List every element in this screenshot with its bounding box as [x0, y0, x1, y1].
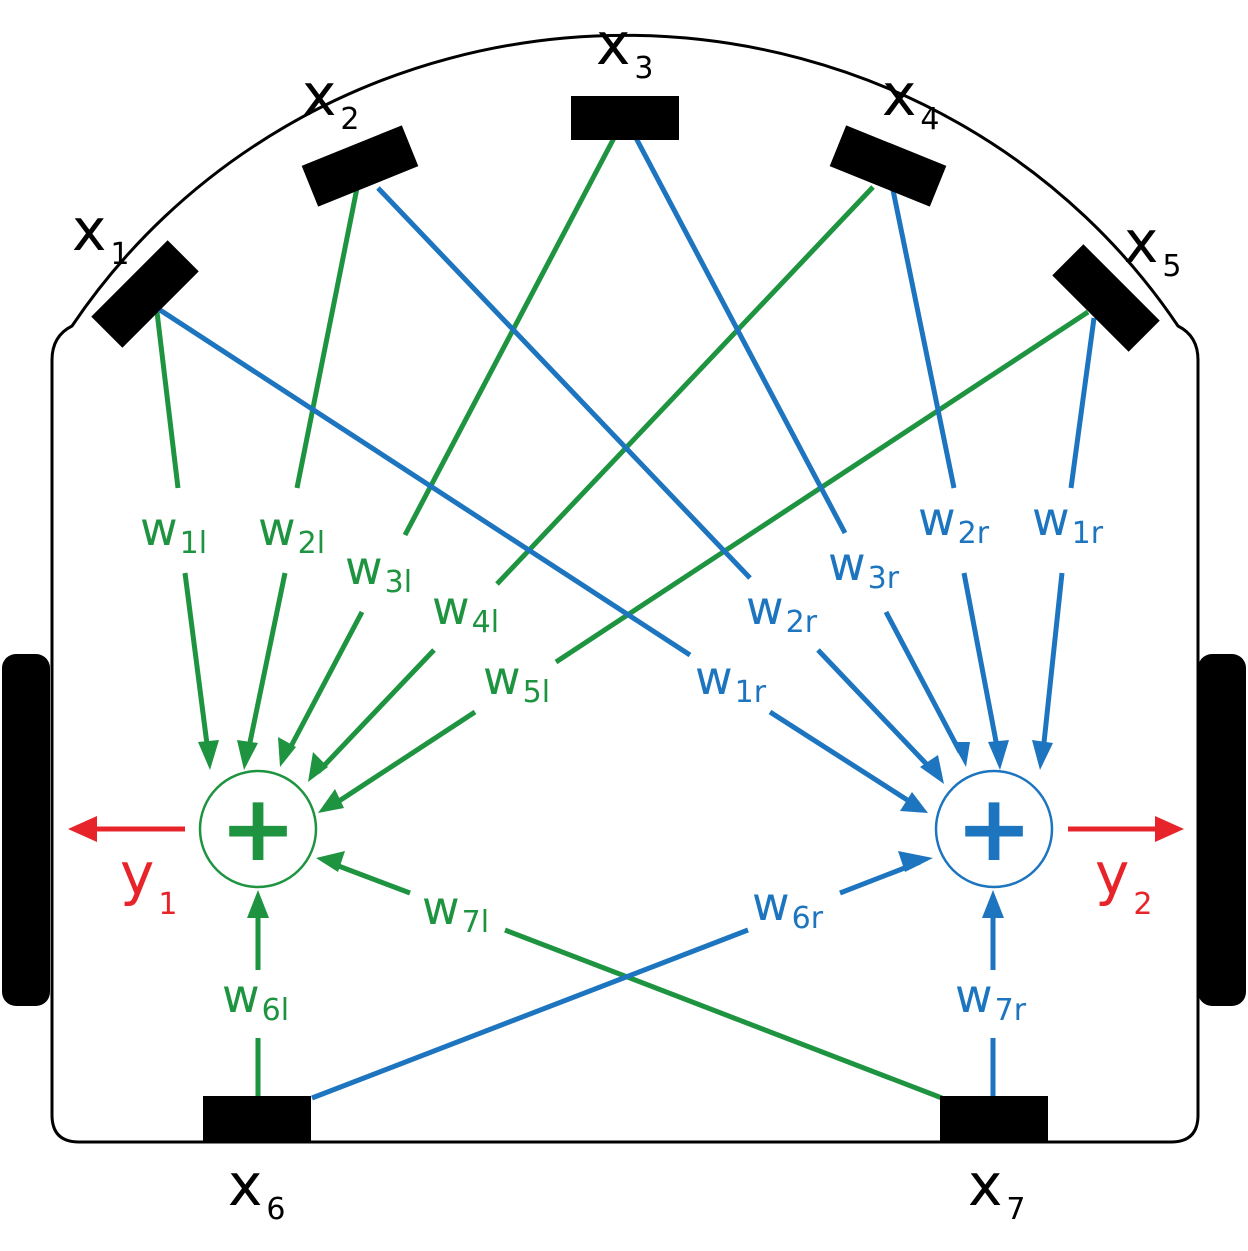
- label-w1l: w1l: [140, 502, 207, 561]
- sensor-x1: [91, 240, 199, 348]
- arrowhead: [1032, 740, 1053, 770]
- edge-x3-w3l: [402, 136, 617, 537]
- arrowhead: [278, 737, 296, 767]
- label-w4l: w4l: [432, 581, 499, 640]
- left-summer-plus: +: [219, 775, 296, 882]
- left-summer-circle: [198, 769, 318, 889]
- sensor-x4: [829, 125, 947, 207]
- sensor-x3: [571, 96, 679, 140]
- right-summer-plus: +: [955, 775, 1032, 882]
- arrowhead: [68, 816, 97, 842]
- label-w5l: w5l: [483, 651, 550, 710]
- right-weight-labels: w1r w2r w3r w2r w1r w6r w7r: [695, 492, 1104, 1028]
- arrowhead: [198, 740, 219, 770]
- left-weight-labels: w1l w2l w3l w4l w5l w6l w7l: [140, 502, 550, 1028]
- edge-x6-w6r: [311, 927, 749, 1101]
- arrowhead: [316, 851, 345, 872]
- label-w2r-right: w2r: [918, 492, 990, 551]
- right-wheel: [1198, 654, 1246, 1006]
- sensor-x6: [203, 1096, 311, 1141]
- arrowhead: [898, 851, 933, 872]
- arrowhead: [247, 890, 269, 918]
- edge-x3-w3r: [633, 136, 848, 535]
- sensors: [91, 96, 1160, 1141]
- edge-w3l-sum: [285, 610, 365, 754]
- sensor-x2: [301, 125, 419, 207]
- edge-w2r-sum: [816, 648, 936, 774]
- edge-x5-w1r: [1068, 317, 1097, 489]
- arrowhead: [920, 755, 944, 784]
- arrowhead: [308, 752, 328, 782]
- right-connections: [158, 136, 1097, 1101]
- edge-w2r-sum-right: [961, 572, 1001, 753]
- edge-x2-w2l: [294, 187, 360, 489]
- arrowhead: [237, 740, 258, 770]
- edge-w1r-sum-right: [1040, 572, 1065, 753]
- label-w3r: w3r: [828, 537, 900, 596]
- edge-w3r-sum: [883, 610, 963, 754]
- arrowhead: [982, 890, 1004, 918]
- label-w1r-center: w1r: [695, 651, 767, 710]
- label-w6r: w6r: [752, 877, 824, 936]
- edge-x7-w7l: [504, 927, 943, 1101]
- left-wheel: [2, 654, 50, 1006]
- edge-x4-w4l: [495, 185, 875, 586]
- right-arrowheads: [898, 740, 1053, 918]
- label-w2l: w2l: [258, 502, 325, 561]
- arrowhead: [900, 792, 928, 813]
- label-w3l: w3l: [345, 541, 412, 600]
- sensor-x7: [940, 1096, 1048, 1141]
- edge-w5l-sum: [331, 709, 477, 808]
- label-w7r: w7r: [955, 969, 1027, 1028]
- edge-w2l-sum: [245, 572, 288, 753]
- edge-x4-w2r: [890, 189, 957, 489]
- edge-x2-w2r: [376, 186, 752, 580]
- edge-w7l-sum: [327, 859, 411, 896]
- arrowhead: [952, 742, 970, 767]
- right-summer-circle: [934, 769, 1054, 889]
- label-w2r-center: w2r: [746, 581, 818, 640]
- label-w1r-right: w1r: [1032, 492, 1104, 551]
- robot-body-outline: [50, 33, 1200, 1144]
- label-w7l: w7l: [422, 881, 489, 940]
- edge-w4l-sum: [316, 648, 436, 774]
- edge-x1-w1r: [158, 307, 692, 658]
- left-arrowheads: [198, 737, 345, 918]
- edge-w1r-sum: [768, 709, 914, 806]
- sensor-x5: [1052, 244, 1160, 352]
- label-w6l: w6l: [222, 969, 289, 1028]
- arrowhead: [318, 789, 344, 813]
- left-connections: [154, 136, 1090, 1101]
- arrowhead: [988, 740, 1009, 770]
- edge-w1l-sum: [182, 572, 211, 753]
- arrowhead: [1155, 816, 1184, 842]
- edge-x1-w1l: [154, 311, 181, 489]
